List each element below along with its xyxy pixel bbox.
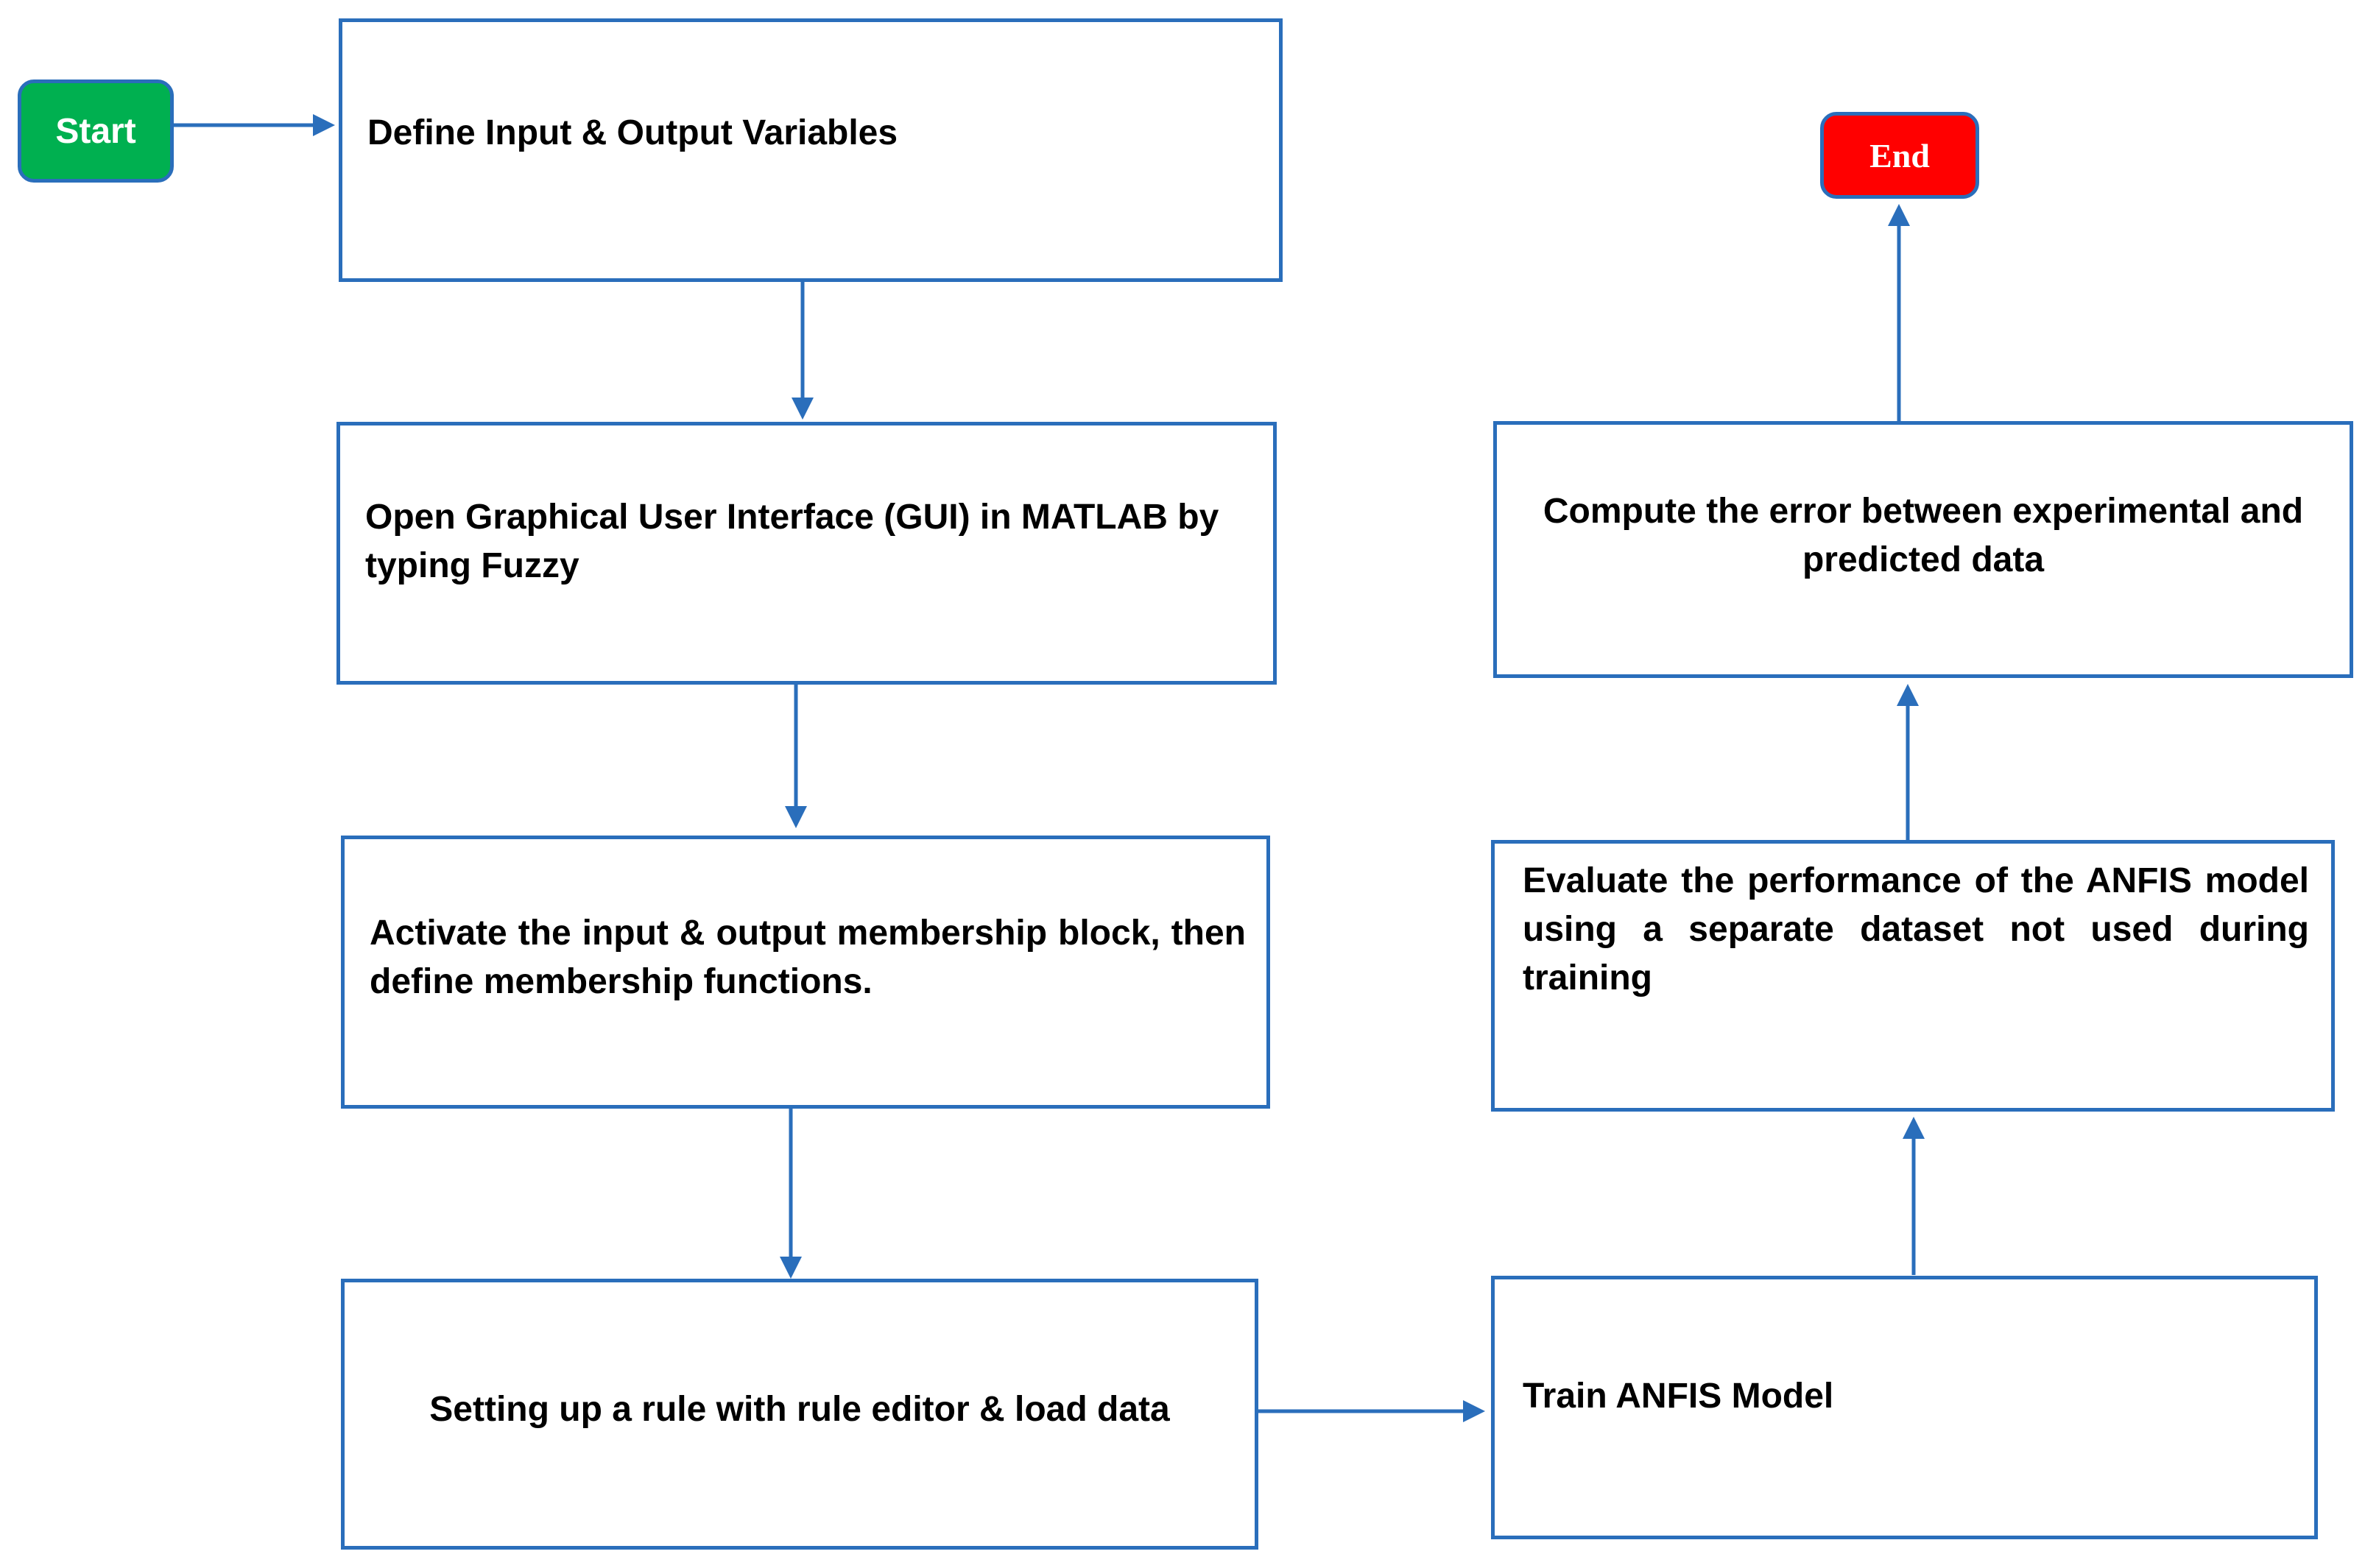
end-node: End [1820, 112, 1979, 199]
open-gui-box: Open Graphical User Interface (GUI) in M… [336, 422, 1277, 685]
setup-rule-text: Setting up a rule with rule editor & loa… [429, 1390, 1170, 1429]
activate-membership-box: Activate the input & output membership b… [341, 836, 1270, 1109]
train-anfis-box: Train ANFIS Model [1491, 1276, 2318, 1539]
compute-error-text: Compute the error between experimental a… [1543, 492, 2304, 579]
evaluate-box: Evaluate the performance of the ANFIS mo… [1491, 840, 2335, 1112]
evaluate-text: Evaluate the performance of the ANFIS mo… [1523, 861, 2309, 997]
end-label: End [1869, 136, 1930, 174]
start-node: Start [18, 80, 174, 183]
activate-membership-text: Activate the input & output membership b… [370, 914, 1246, 1001]
compute-error-box: Compute the error between experimental a… [1493, 421, 2353, 678]
setup-rule-box: Setting up a rule with rule editor & loa… [341, 1279, 1258, 1550]
train-anfis-text: Train ANFIS Model [1523, 1377, 1834, 1416]
start-label: Start [55, 111, 136, 151]
open-gui-text: Open Graphical User Interface (GUI) in M… [365, 498, 1219, 585]
define-io-text: Define Input & Output Variables [367, 113, 898, 152]
define-io-box: Define Input & Output Variables [339, 18, 1283, 282]
